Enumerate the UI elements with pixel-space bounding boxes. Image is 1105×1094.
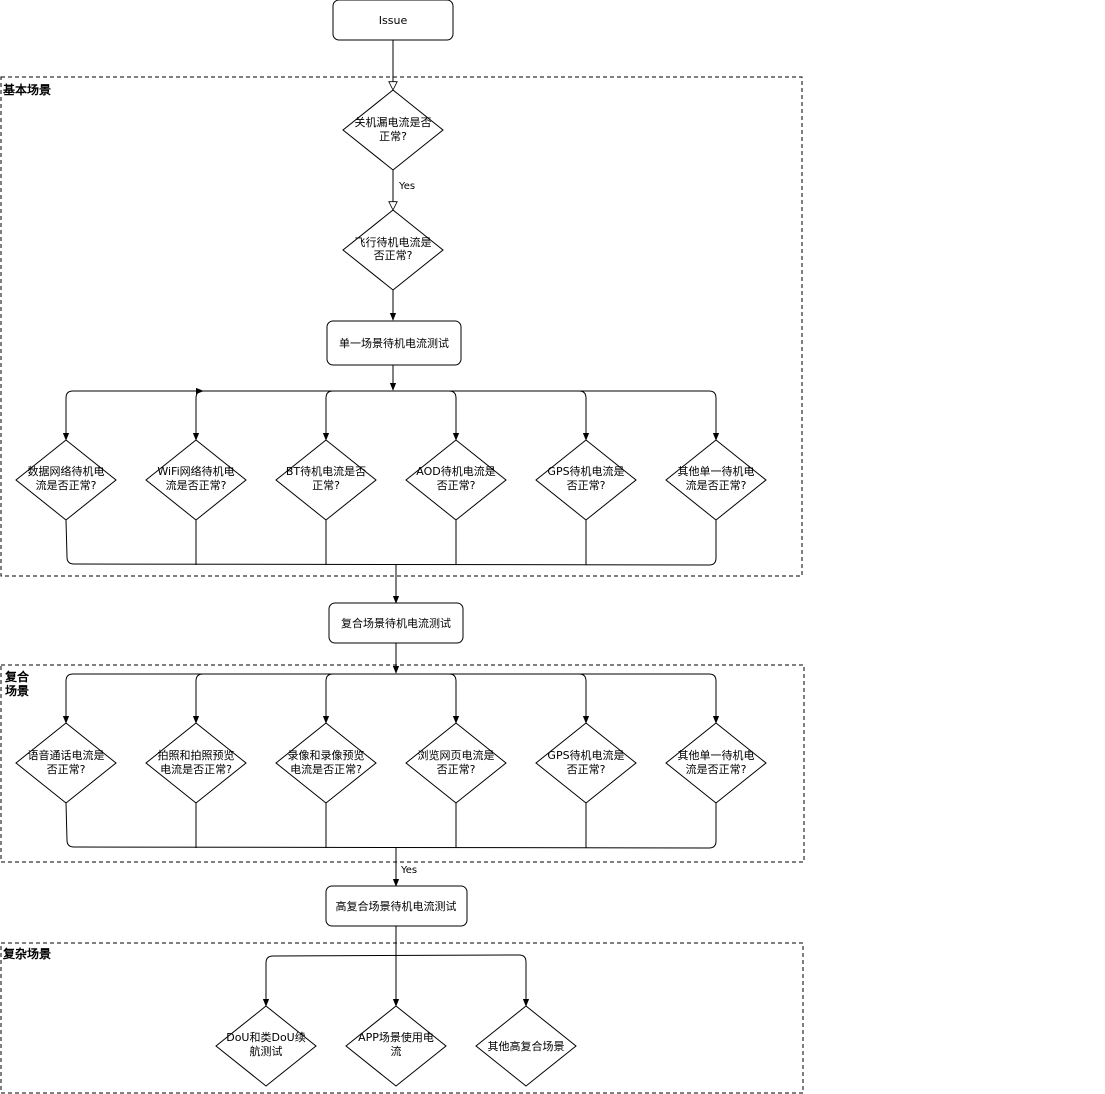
node-photo-preview (145, 722, 247, 804)
edge-to-aod (448, 390, 457, 440)
node-gps-standby-1-text-1: GPS待机电流是 (547, 464, 624, 478)
node-video-preview-text-1: 录像和录像预览 (288, 748, 365, 762)
node-single-scene-test (326, 320, 462, 366)
node-gps-standby-2-text-2: 否正常? (567, 763, 606, 776)
node-dou-test-text-2: 航测试 (250, 1044, 283, 1058)
node-high-composite-test-text: 高复合场景待机电流测试 (336, 899, 457, 913)
fanout-bus-composite (65, 673, 717, 723)
node-video-preview (275, 722, 377, 804)
node-single-scene-test-text: 单一场景待机电流测试 (339, 336, 449, 350)
svg-text:正常?: 正常? (379, 130, 407, 143)
svg-text:关机漏电流是否: 关机漏电流是否 (355, 115, 432, 129)
group-composite-scene (0, 664, 805, 863)
node-shutdown-leak-text: 关机漏电流是否 正常? (355, 115, 432, 143)
node-web-browse (405, 722, 507, 804)
node-data-network (15, 439, 117, 521)
node-shutdown-leak (342, 89, 444, 171)
edge-to-wifi (195, 387, 204, 440)
node-gps-standby-1-text-2: 否正常? (567, 479, 606, 492)
node-wifi-network (145, 439, 247, 521)
node-flight-standby-text: 飞行待机电流是 否正常? (355, 235, 432, 262)
node-aod-standby-text-2: 否正常? (437, 479, 476, 492)
node-wifi-network-text-2: 流是否正常? (166, 478, 227, 492)
node-photo-preview-text-1: 拍照和拍照预览 (158, 748, 235, 762)
edge-to-web (448, 673, 457, 723)
group-basic-scene-label: 基本场景 (2, 82, 51, 97)
node-voice-call-text-1: 语音通话电流是 (28, 748, 105, 762)
group-basic-scene (0, 76, 803, 577)
node-bt-standby-text-1: BT待机电流是否 (286, 464, 366, 478)
fanin-bus-basic (65, 519, 717, 566)
node-composite-scene-test (328, 602, 464, 644)
fanout-bus-basic (65, 390, 717, 440)
node-app-scene-text-1: APP场景使用电 (358, 1030, 434, 1044)
node-bt-standby (275, 439, 377, 521)
node-flight-standby (342, 209, 444, 291)
node-data-network-text-1: 数据网络待机电 (28, 464, 105, 478)
node-other-high-composite (475, 1005, 577, 1087)
edge-to-video (325, 673, 334, 723)
group-composite-scene-label-2: 场景 (5, 684, 29, 698)
node-web-browse-text-2: 否正常? (437, 763, 476, 776)
group-complex-scene (0, 942, 804, 1094)
node-high-composite-test (325, 885, 468, 927)
node-voice-call (15, 722, 117, 804)
node-aod-standby-text-1: AOD待机电流是 (416, 464, 495, 478)
node-dou-test-text-1: DoU和类DoU续 (226, 1030, 306, 1044)
node-other-single-2-text-1: 其他单一待机电 (678, 748, 755, 762)
node-video-preview-text-2: 电流是否正常? (290, 762, 362, 776)
node-aod-standby (405, 439, 507, 521)
node-other-single-1-text-1: 其他单一待机电 (678, 464, 755, 478)
node-voice-call-text-2: 否正常? (47, 763, 86, 776)
node-app-scene-text-2: 流 (391, 1044, 402, 1058)
fanout-bus-complex (265, 954, 527, 1006)
node-bt-standby-text-2: 正常? (312, 479, 340, 492)
node-web-browse-text-1: 浏览网页电流是 (418, 748, 495, 762)
node-app-scene (345, 1005, 447, 1087)
node-wifi-network-text-1: WiFi网络待机电 (157, 464, 234, 478)
edge-to-photo (195, 673, 204, 723)
group-composite-scene-label-1: 复合 (4, 669, 30, 684)
node-gps-standby-2-text-1: GPS待机电流是 (547, 748, 624, 762)
edge-to-gps-1 (578, 390, 587, 440)
node-data-network-text-2: 流是否正常? (36, 478, 97, 492)
node-gps-standby-1 (535, 439, 637, 521)
edge-to-gps-2 (578, 673, 587, 723)
node-other-high-composite-text: 其他高复合场景 (488, 1039, 565, 1053)
node-issue (332, 0, 454, 41)
group-complex-scene-label: 复杂场景 (2, 946, 51, 961)
edge-to-bt (325, 390, 334, 440)
svg-text:飞行待机电流是: 飞行待机电流是 (355, 235, 432, 249)
node-gps-standby-2 (535, 722, 637, 804)
node-photo-preview-text-2: 电流是否正常? (160, 762, 232, 776)
fanin-bus-composite (65, 802, 717, 849)
node-dou-test (215, 1005, 317, 1087)
edge-label-yes-1: Yes (398, 181, 415, 192)
node-other-single-2 (665, 722, 767, 804)
node-other-single-1-text-2: 流是否正常? (686, 478, 747, 492)
node-composite-scene-test-text: 复合场景待机电流测试 (341, 616, 451, 630)
node-other-single-2-text-2: 流是否正常? (686, 762, 747, 776)
svg-text:否正常?: 否正常? (374, 249, 413, 262)
node-other-single-1 (665, 439, 767, 521)
node-issue-text: Issue (379, 14, 408, 27)
edge-label-yes-2: Yes (400, 865, 417, 876)
